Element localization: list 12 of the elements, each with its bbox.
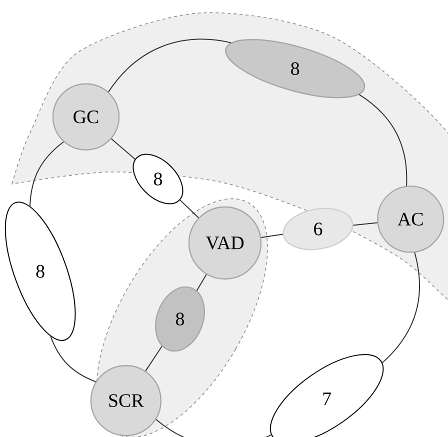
connector-line	[180, 200, 200, 218]
connector-line	[156, 418, 272, 437]
connector-line	[110, 138, 136, 160]
connector-line	[260, 234, 284, 238]
connector-line	[29, 141, 64, 207]
connector-line	[50, 336, 96, 382]
connector-line	[352, 222, 378, 226]
connector-line	[145, 346, 162, 372]
connector-line	[382, 252, 420, 364]
connector-line	[108, 38, 232, 92]
connector-line	[196, 274, 207, 292]
connector-line	[358, 94, 408, 186]
